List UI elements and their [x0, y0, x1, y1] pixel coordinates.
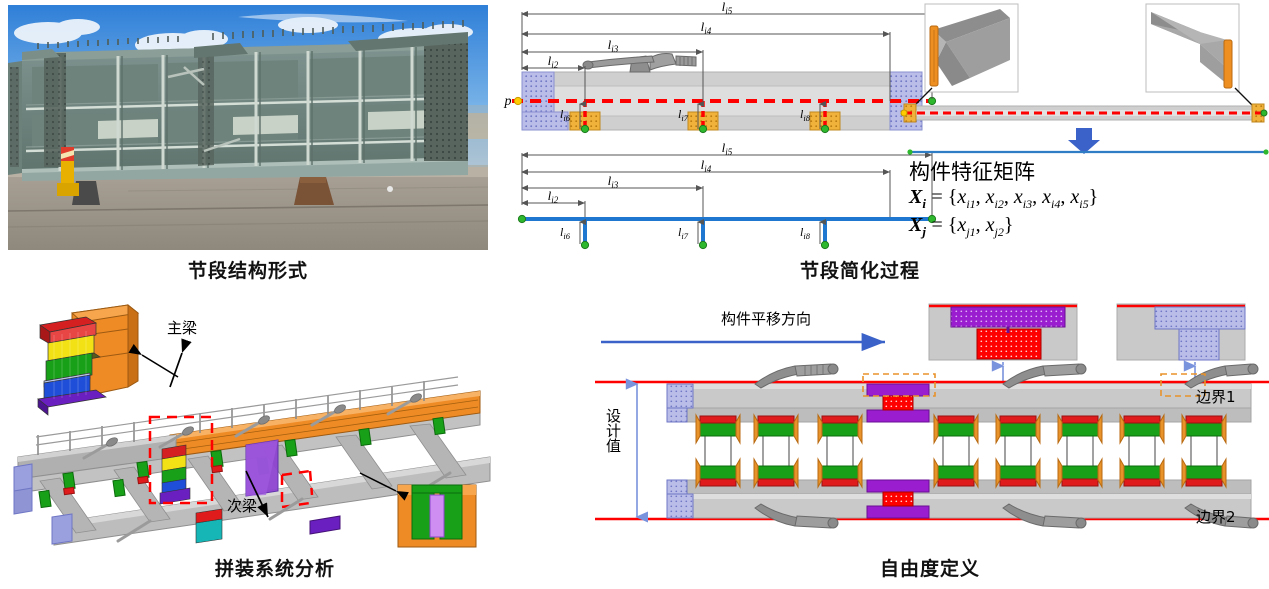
caption-dof-definition: 自由度定义: [879, 559, 980, 580]
svg-text:li4: li4: [701, 157, 712, 174]
svg-text:li2: li2: [548, 53, 559, 70]
boundary-1-label: 边界1: [1196, 388, 1236, 406]
highlighted-connector: [159, 444, 191, 505]
svg-text:li5: li5: [722, 140, 733, 157]
svg-text:li7: li7: [678, 225, 689, 241]
svg-text:li3: li3: [608, 37, 619, 54]
svg-text:li3: li3: [608, 173, 619, 190]
svg-text:p: p: [504, 94, 512, 109]
assembly-panel: 主梁 次梁: [10, 295, 491, 548]
dof-panel: 构件平移方向 设计值 边界1 边界2: [595, 300, 1269, 550]
assembly-3d-model: [13, 338, 491, 548]
assembly-diagram: [13, 303, 491, 548]
segment-photo: [7, 5, 489, 250]
design-value-label: 设计值: [604, 408, 622, 453]
crane-icon: [754, 503, 1259, 529]
member-detail-inset-right: [359, 472, 477, 548]
dof-diagram: [595, 303, 1269, 529]
segment-photo-panel: [7, 5, 489, 250]
svg-text:li4: li4: [701, 19, 712, 36]
simplification-diagram: li5 li4 li3 li2 li6 li7 li8 p li5 l: [504, 0, 1269, 250]
region-highlight-box: [148, 415, 314, 509]
bottom-girder-assembly: [666, 479, 1259, 529]
svg-text:li6: li6: [560, 107, 571, 123]
box-girder-body: [8, 20, 468, 181]
callout-box: [862, 373, 1206, 397]
down-arrow-icon: [1068, 128, 1100, 154]
equation-xi: Xi = {xi1, xi2, xi3, xi4, xi5}: [909, 186, 1099, 211]
svg-text:li8: li8: [800, 107, 811, 123]
simplified-line-model: li5 li4 li3 li2 li6 li7 li8: [517, 140, 937, 250]
svg-text:li8: li8: [800, 225, 811, 241]
safety-bollard: [57, 147, 79, 196]
equation-xj: Xj = {xj1, xj2}: [909, 214, 1014, 239]
crane-icon: [754, 363, 1259, 389]
caption-segment-simplification: 节段简化过程: [799, 261, 920, 282]
member-detail-insets: [900, 3, 1269, 155]
vertical-columns: [695, 413, 1227, 489]
svg-text:li7: li7: [678, 107, 689, 123]
simplification-panel: li5 li4 li3 li2 li6 li7 li8 p li5 l: [500, 0, 1269, 250]
caption-assembly-analysis: 拼装系统分析: [214, 559, 335, 580]
node-p: [513, 96, 523, 106]
caption-segment-structure: 节段结构形式: [187, 261, 308, 282]
crane-icon: [582, 53, 697, 73]
svg-text:li2: li2: [548, 188, 559, 205]
svg-text:li5: li5: [722, 0, 733, 16]
matrix-title: 构件特征矩阵: [909, 160, 1035, 184]
svg-text:li6: li6: [560, 225, 571, 241]
label-secondary-beam: 次梁: [227, 497, 258, 515]
label-main-beam: 主梁: [167, 319, 198, 337]
top-girder-assembly: [666, 363, 1259, 423]
detail-inset-connection: [928, 303, 1078, 382]
detailed-segment-schematic: li5 li4 li3 li2 li6 li7 li8 p: [504, 0, 937, 134]
translation-direction-label: 构件平移方向: [721, 310, 812, 328]
boundary-2-label: 边界2: [1196, 508, 1236, 526]
connector-detail-inset: [37, 303, 179, 416]
